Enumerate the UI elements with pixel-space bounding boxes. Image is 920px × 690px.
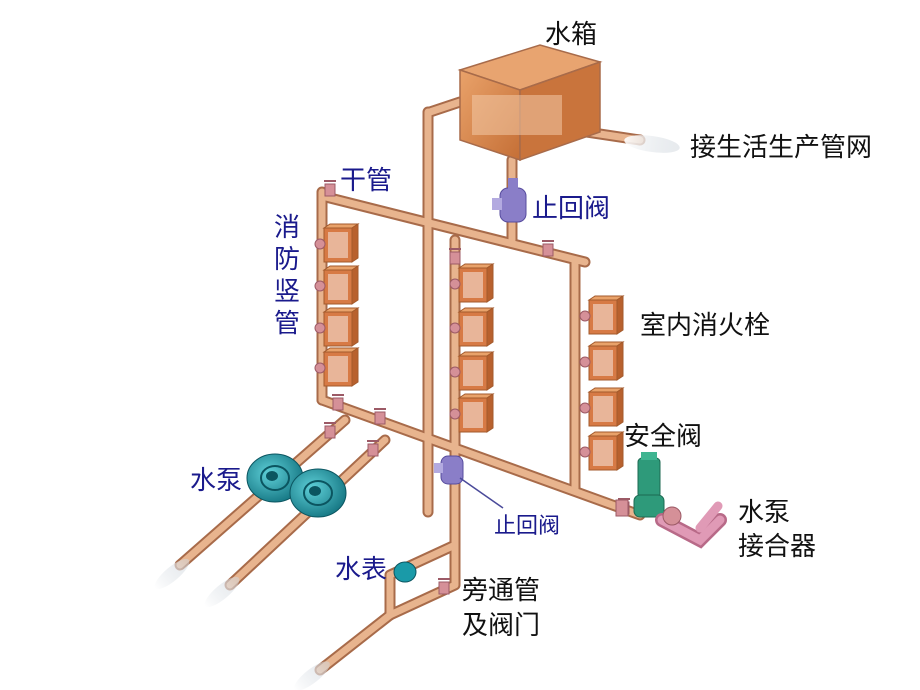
hydrant-boxes: [314, 223, 625, 471]
pump-connector-label-1: 水泵: [738, 498, 791, 528]
valve-icon: [324, 422, 336, 439]
bypass-label-1: 旁通管: [462, 576, 541, 606]
pump-2-icon: [289, 468, 347, 518]
hydrant-box-icon: [314, 223, 360, 263]
water-meter-icon: [393, 561, 417, 583]
pump-connector-label-2: 接合器: [738, 532, 817, 562]
indoor-hydrant-label: 室内消火栓: [640, 311, 771, 341]
pipe-network: [174, 96, 646, 676]
pump-1-icon: [246, 453, 304, 503]
hydrant-box-icon: [449, 393, 495, 433]
hydrant-box-icon: [579, 295, 625, 335]
check-valve-top-label: 止回阀: [532, 194, 611, 224]
hydrant-box-icon: [579, 341, 625, 381]
hydrant-box-icon: [579, 431, 625, 471]
check-valve-bottom-icon: [434, 455, 504, 509]
water-tank-label: 水箱: [545, 20, 598, 50]
hydrant-box-icon: [449, 351, 495, 391]
hydrant-box-icon: [314, 265, 360, 305]
valve-icon: [324, 180, 336, 197]
valve-icon: [449, 248, 461, 265]
safety-valve-icon: [633, 452, 665, 518]
main-pipe-label: 干管: [340, 166, 393, 196]
fire-riser-label: 消防竖管: [273, 213, 300, 339]
hydrant-box-icon: [579, 387, 625, 427]
pump-label: 水泵: [190, 466, 243, 496]
valve-icon: [374, 408, 386, 425]
check-valve-top-icon: [492, 178, 527, 223]
domestic-network-label: 接生活生产管网: [690, 133, 873, 163]
water-tank: [457, 44, 603, 162]
hydrant-box-icon: [449, 307, 495, 347]
water-meter-label: 水表: [335, 555, 388, 585]
hydrant-box-icon: [314, 307, 360, 347]
hydrant-box-icon: [314, 347, 360, 387]
valve-icon: [542, 240, 554, 257]
bypass-label-2: 及阀门: [462, 611, 541, 641]
pump-connector-icon: [655, 501, 727, 549]
valve-icon: [438, 578, 450, 595]
valve-icon: [332, 394, 344, 411]
hydrant-box-icon: [449, 263, 495, 303]
connector-valve-icon: [615, 499, 629, 517]
valve-icon: [367, 440, 379, 457]
water-mist: [154, 135, 680, 690]
safety-valve-label: 安全阀: [624, 422, 703, 452]
check-valve-bottom-label: 止回阀: [494, 514, 561, 539]
